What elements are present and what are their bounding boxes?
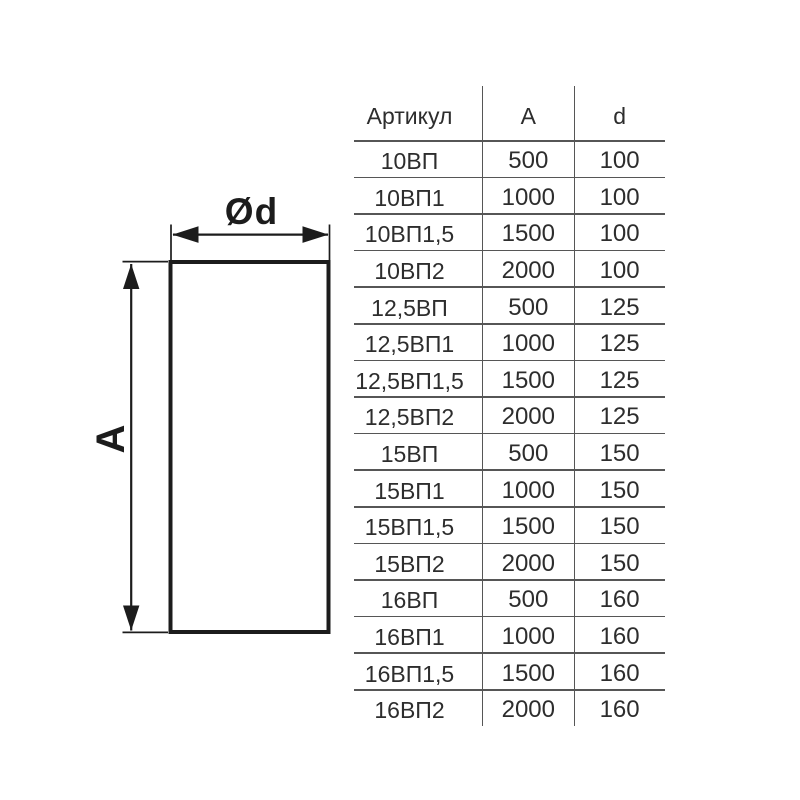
svg-text:A: A bbox=[89, 425, 133, 454]
svg-text:Ød: Ød bbox=[225, 191, 278, 232]
